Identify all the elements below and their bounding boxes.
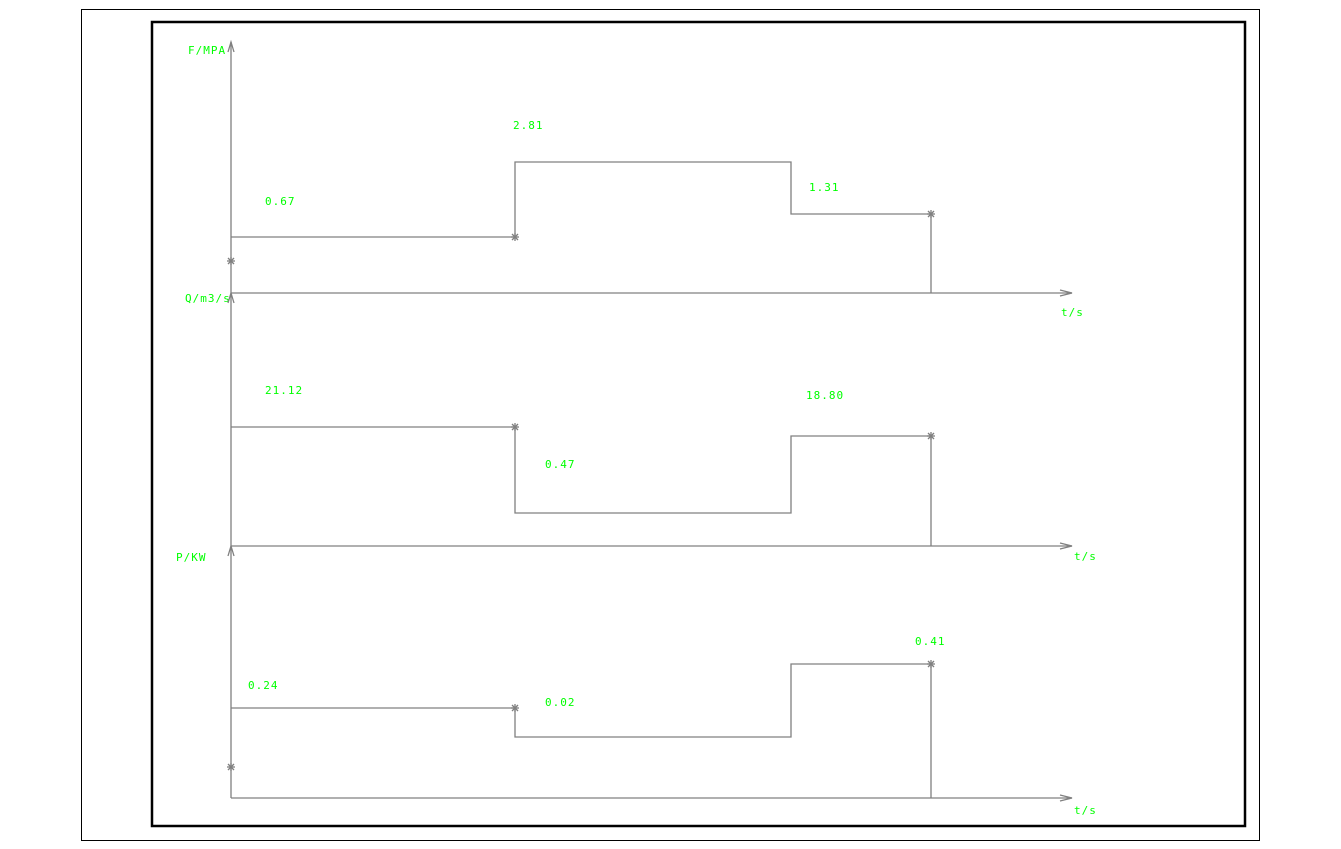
value-label: 1.31: [809, 181, 840, 194]
marker-asterisk-icon: [927, 210, 935, 218]
marker-asterisk-icon: [227, 763, 235, 771]
value-label: 2.81: [513, 119, 544, 132]
x-axis-arrow-icon: [1059, 289, 1073, 297]
marker-asterisk-icon: [927, 660, 935, 668]
value-label: 0.47: [545, 458, 576, 471]
x-axis-label: t/s: [1061, 306, 1084, 319]
marker-asterisk-icon: [511, 423, 519, 431]
value-label: 0.02: [545, 696, 576, 709]
value-label: 0.24: [248, 679, 279, 692]
pressure-chart: F/MPA 0.67 2.81 1.31 t/s: [188, 39, 1084, 319]
y-axis-label: F/MPA: [188, 44, 226, 57]
step-series-line: [231, 663, 932, 798]
marker-asterisk-icon: [511, 233, 519, 241]
marker-asterisk-icon: [927, 432, 935, 440]
x-axis-arrow-icon: [1059, 794, 1073, 802]
y-axis-arrow-icon: [227, 543, 235, 557]
value-label: 0.41: [915, 635, 946, 648]
power-chart: P/KW 0.24 0.02 0.41 t/s: [176, 543, 1097, 817]
marker-asterisk-icon: [511, 704, 519, 712]
step-series-line: [231, 426, 932, 546]
x-axis-label: t/s: [1074, 804, 1097, 817]
y-axis-arrow-icon: [227, 290, 235, 304]
marker-asterisk-icon: [227, 257, 235, 265]
outer-frame: [81, 9, 1260, 841]
value-label: 21.12: [265, 384, 303, 397]
x-axis-label: t/s: [1074, 550, 1097, 563]
inner-frame: [150, 20, 1247, 828]
flow-chart: Q/m3/s 21.12 0.47 18.80 t/s: [185, 290, 1097, 563]
value-label: 0.67: [265, 195, 296, 208]
value-label: 18.80: [806, 389, 844, 402]
x-axis-arrow-icon: [1059, 542, 1073, 550]
y-axis-arrow-icon: [227, 39, 235, 53]
y-axis-label: Q/m3/s: [185, 292, 231, 305]
y-axis-label: P/KW: [176, 551, 207, 564]
